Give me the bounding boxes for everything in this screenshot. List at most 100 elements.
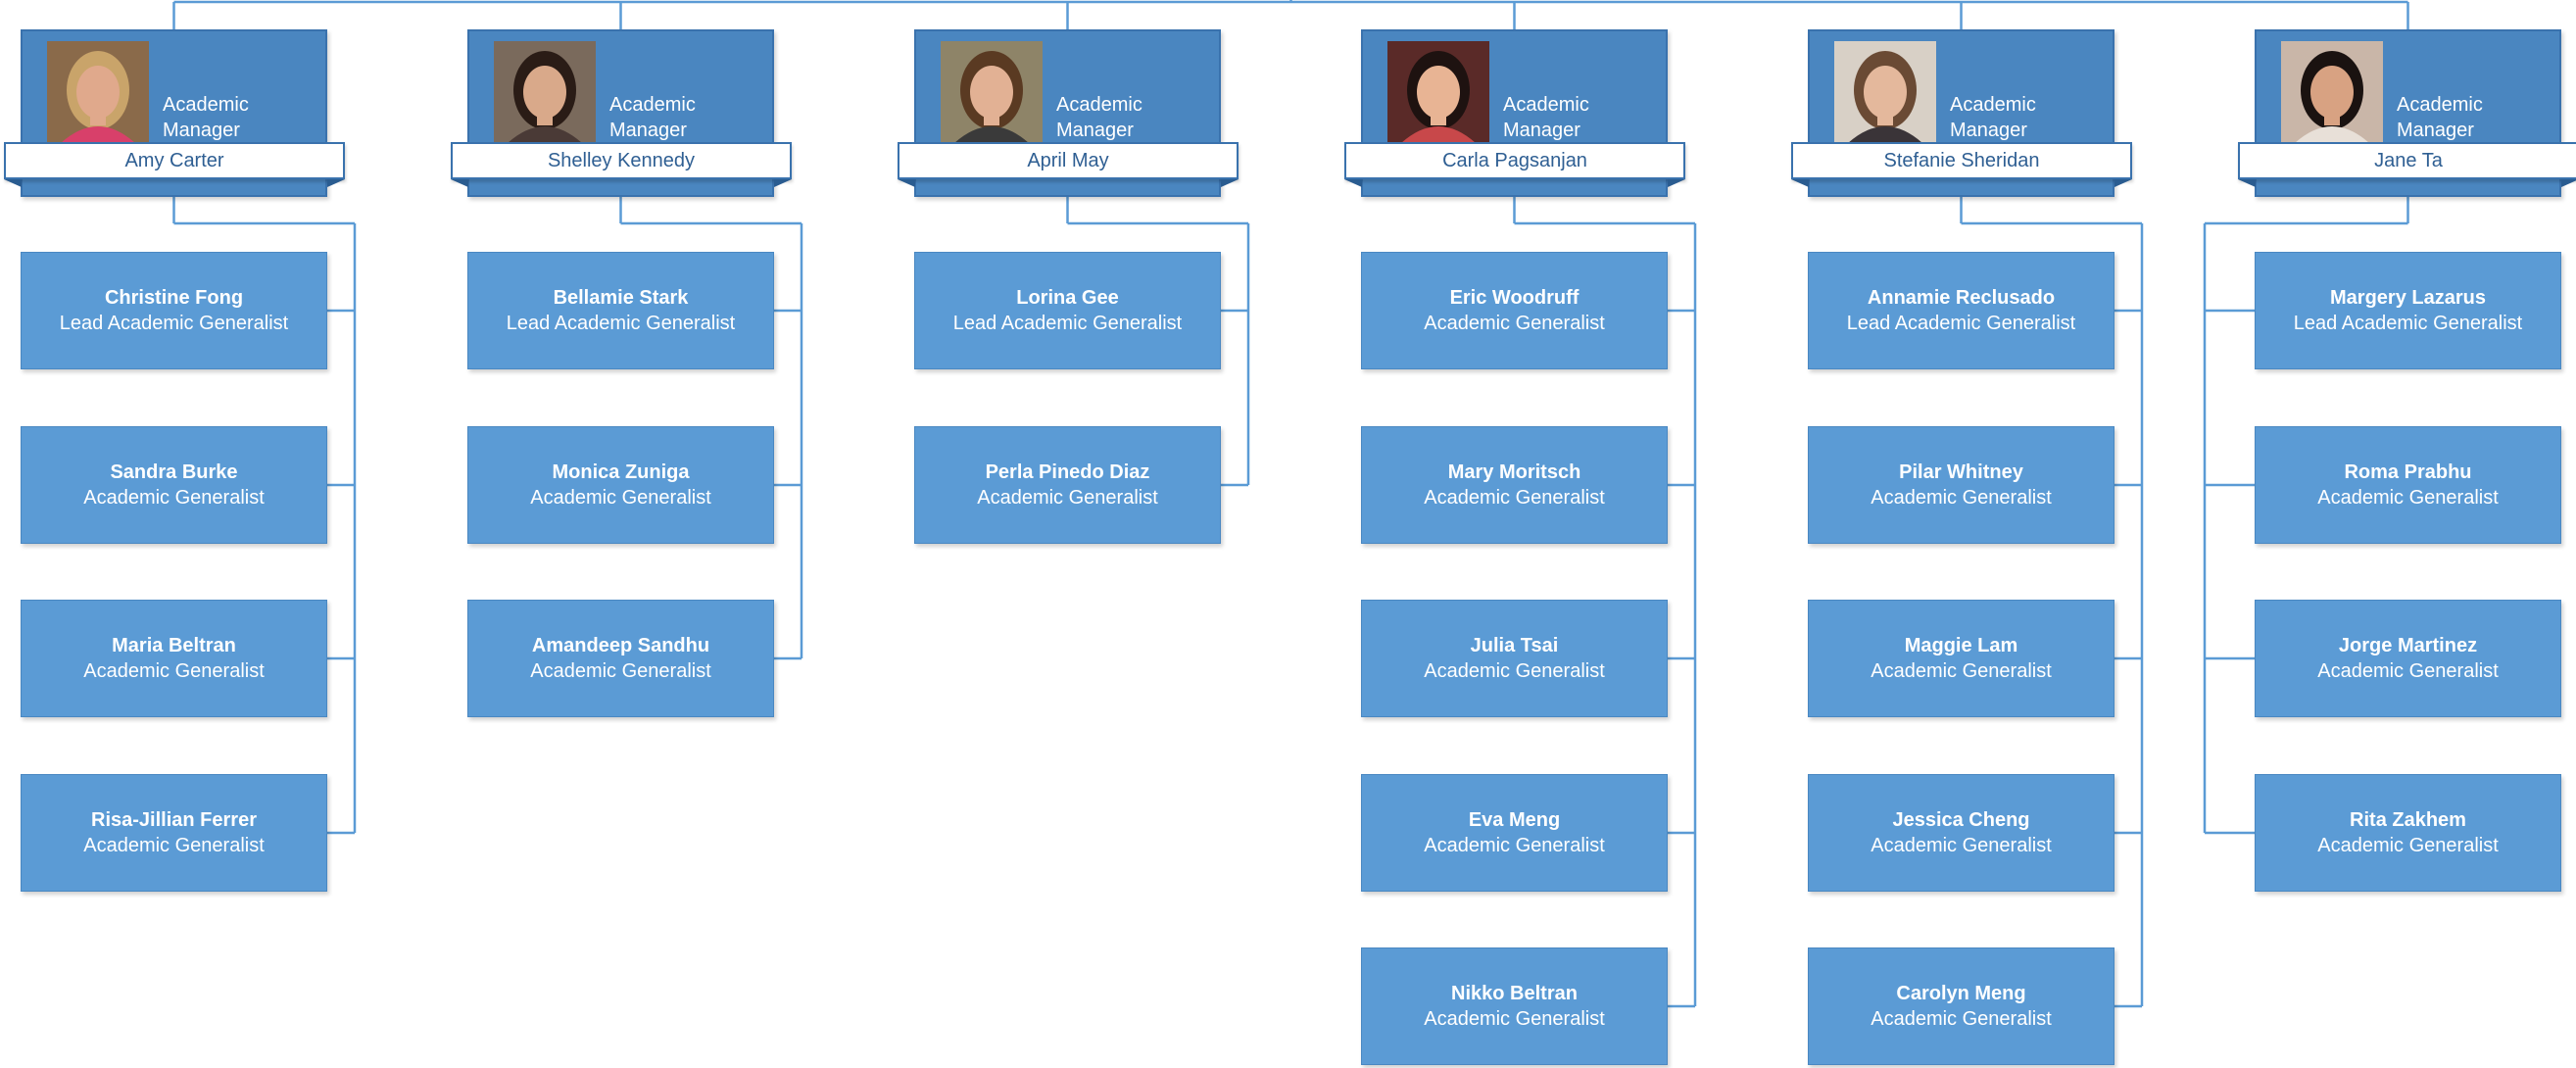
ribbon-fold-left [451,179,468,187]
report-title: Academic Generalist [1424,1008,1605,1030]
manager-photo [1387,41,1489,143]
ribbon-fold-left [1344,179,1362,187]
portrait-photo-icon [941,41,1043,143]
manager-name-ribbon: Stefanie Sheridan [1791,142,2132,179]
portrait-photo-icon [1387,41,1489,143]
report-name: Risa-Jillian Ferrer [91,809,257,831]
report-name: Bellamie Stark [553,287,689,309]
report-title: Lead Academic Generalist [2293,313,2523,334]
manager-title-line1: Academic [163,94,249,116]
manager-photo [494,41,596,143]
manager-name-ribbon: Jane Ta [2238,142,2576,179]
manager-name-ribbon: April May [898,142,1239,179]
manager-title-line1: Academic [1056,94,1142,116]
ribbon-fold-right [2561,179,2576,187]
ribbon-fold-right [327,179,345,187]
ribbon-fold-right [774,179,792,187]
ribbon-fold-right [1221,179,1239,187]
report-title: Academic Generalist [1871,835,2052,856]
report-title: Academic Generalist [1871,487,2052,509]
report-title: Academic Generalist [1424,660,1605,682]
ribbon-fold-left [898,179,915,187]
manager-photo [941,41,1043,143]
manager-title-line2: Manager [1503,120,1580,141]
report-name: Julia Tsai [1470,635,1559,656]
manager-title-line1: Academic [609,94,696,116]
report-name: Maria Beltran [112,635,236,656]
report-title: Academic Generalist [83,660,265,682]
report-name: Jessica Cheng [1892,809,2030,831]
ribbon-fold-left [1791,179,1809,187]
report-title: Lead Academic Generalist [1846,313,2076,334]
report-title: Academic Generalist [83,487,265,509]
manager-title-line2: Manager [2397,120,2474,141]
report-name: Carolyn Meng [1896,983,2026,1004]
report-title: Academic Generalist [2317,660,2499,682]
manager-title-line2: Manager [1056,120,1134,141]
portrait-photo-icon [494,41,596,143]
report-name: Amandeep Sandhu [531,635,710,656]
manager-title-line2: Manager [1950,120,2027,141]
manager-name-ribbon: Shelley Kennedy [451,142,792,179]
report-name: Annamie Reclusado [1867,287,2056,309]
report-name: Jorge Martinez [2338,635,2478,656]
manager-name-ribbon: Amy Carter [4,142,345,179]
report-name: Monica Zuniga [552,461,690,483]
report-name: Christine Fong [104,287,244,309]
ribbon-fold-left [2238,179,2256,187]
manager-title-line1: Academic [1503,94,1589,116]
report-title: Academic Generalist [530,487,711,509]
report-name: Nikko Beltran [1451,983,1578,1004]
report-name: Mary Moritsch [1447,461,1581,483]
report-title: Academic Generalist [977,487,1158,509]
manager-title-line2: Manager [163,120,240,141]
report-name: Pilar Whitney [1899,461,2023,483]
report-name: Maggie Lam [1904,635,2018,656]
report-title: Academic Generalist [1871,1008,2052,1030]
report-title: Academic Generalist [83,835,265,856]
report-name: Rita Zakhem [2350,809,2466,831]
ribbon-fold-right [2114,179,2132,187]
report-title: Academic Generalist [1424,835,1605,856]
report-title: Academic Generalist [2317,487,2499,509]
manager-title-line2: Manager [609,120,687,141]
portrait-photo-icon [1834,41,1936,143]
manager-name-ribbon: Carla Pagsanjan [1344,142,1685,179]
report-title: Academic Generalist [1424,313,1605,334]
report-title: Academic Generalist [1424,487,1605,509]
manager-photo [47,41,149,143]
report-title: Academic Generalist [530,660,711,682]
report-name: Sandra Burke [110,461,238,483]
report-name: Roma Prabhu [2344,461,2472,483]
report-name: Eric Woodruff [1449,287,1580,309]
